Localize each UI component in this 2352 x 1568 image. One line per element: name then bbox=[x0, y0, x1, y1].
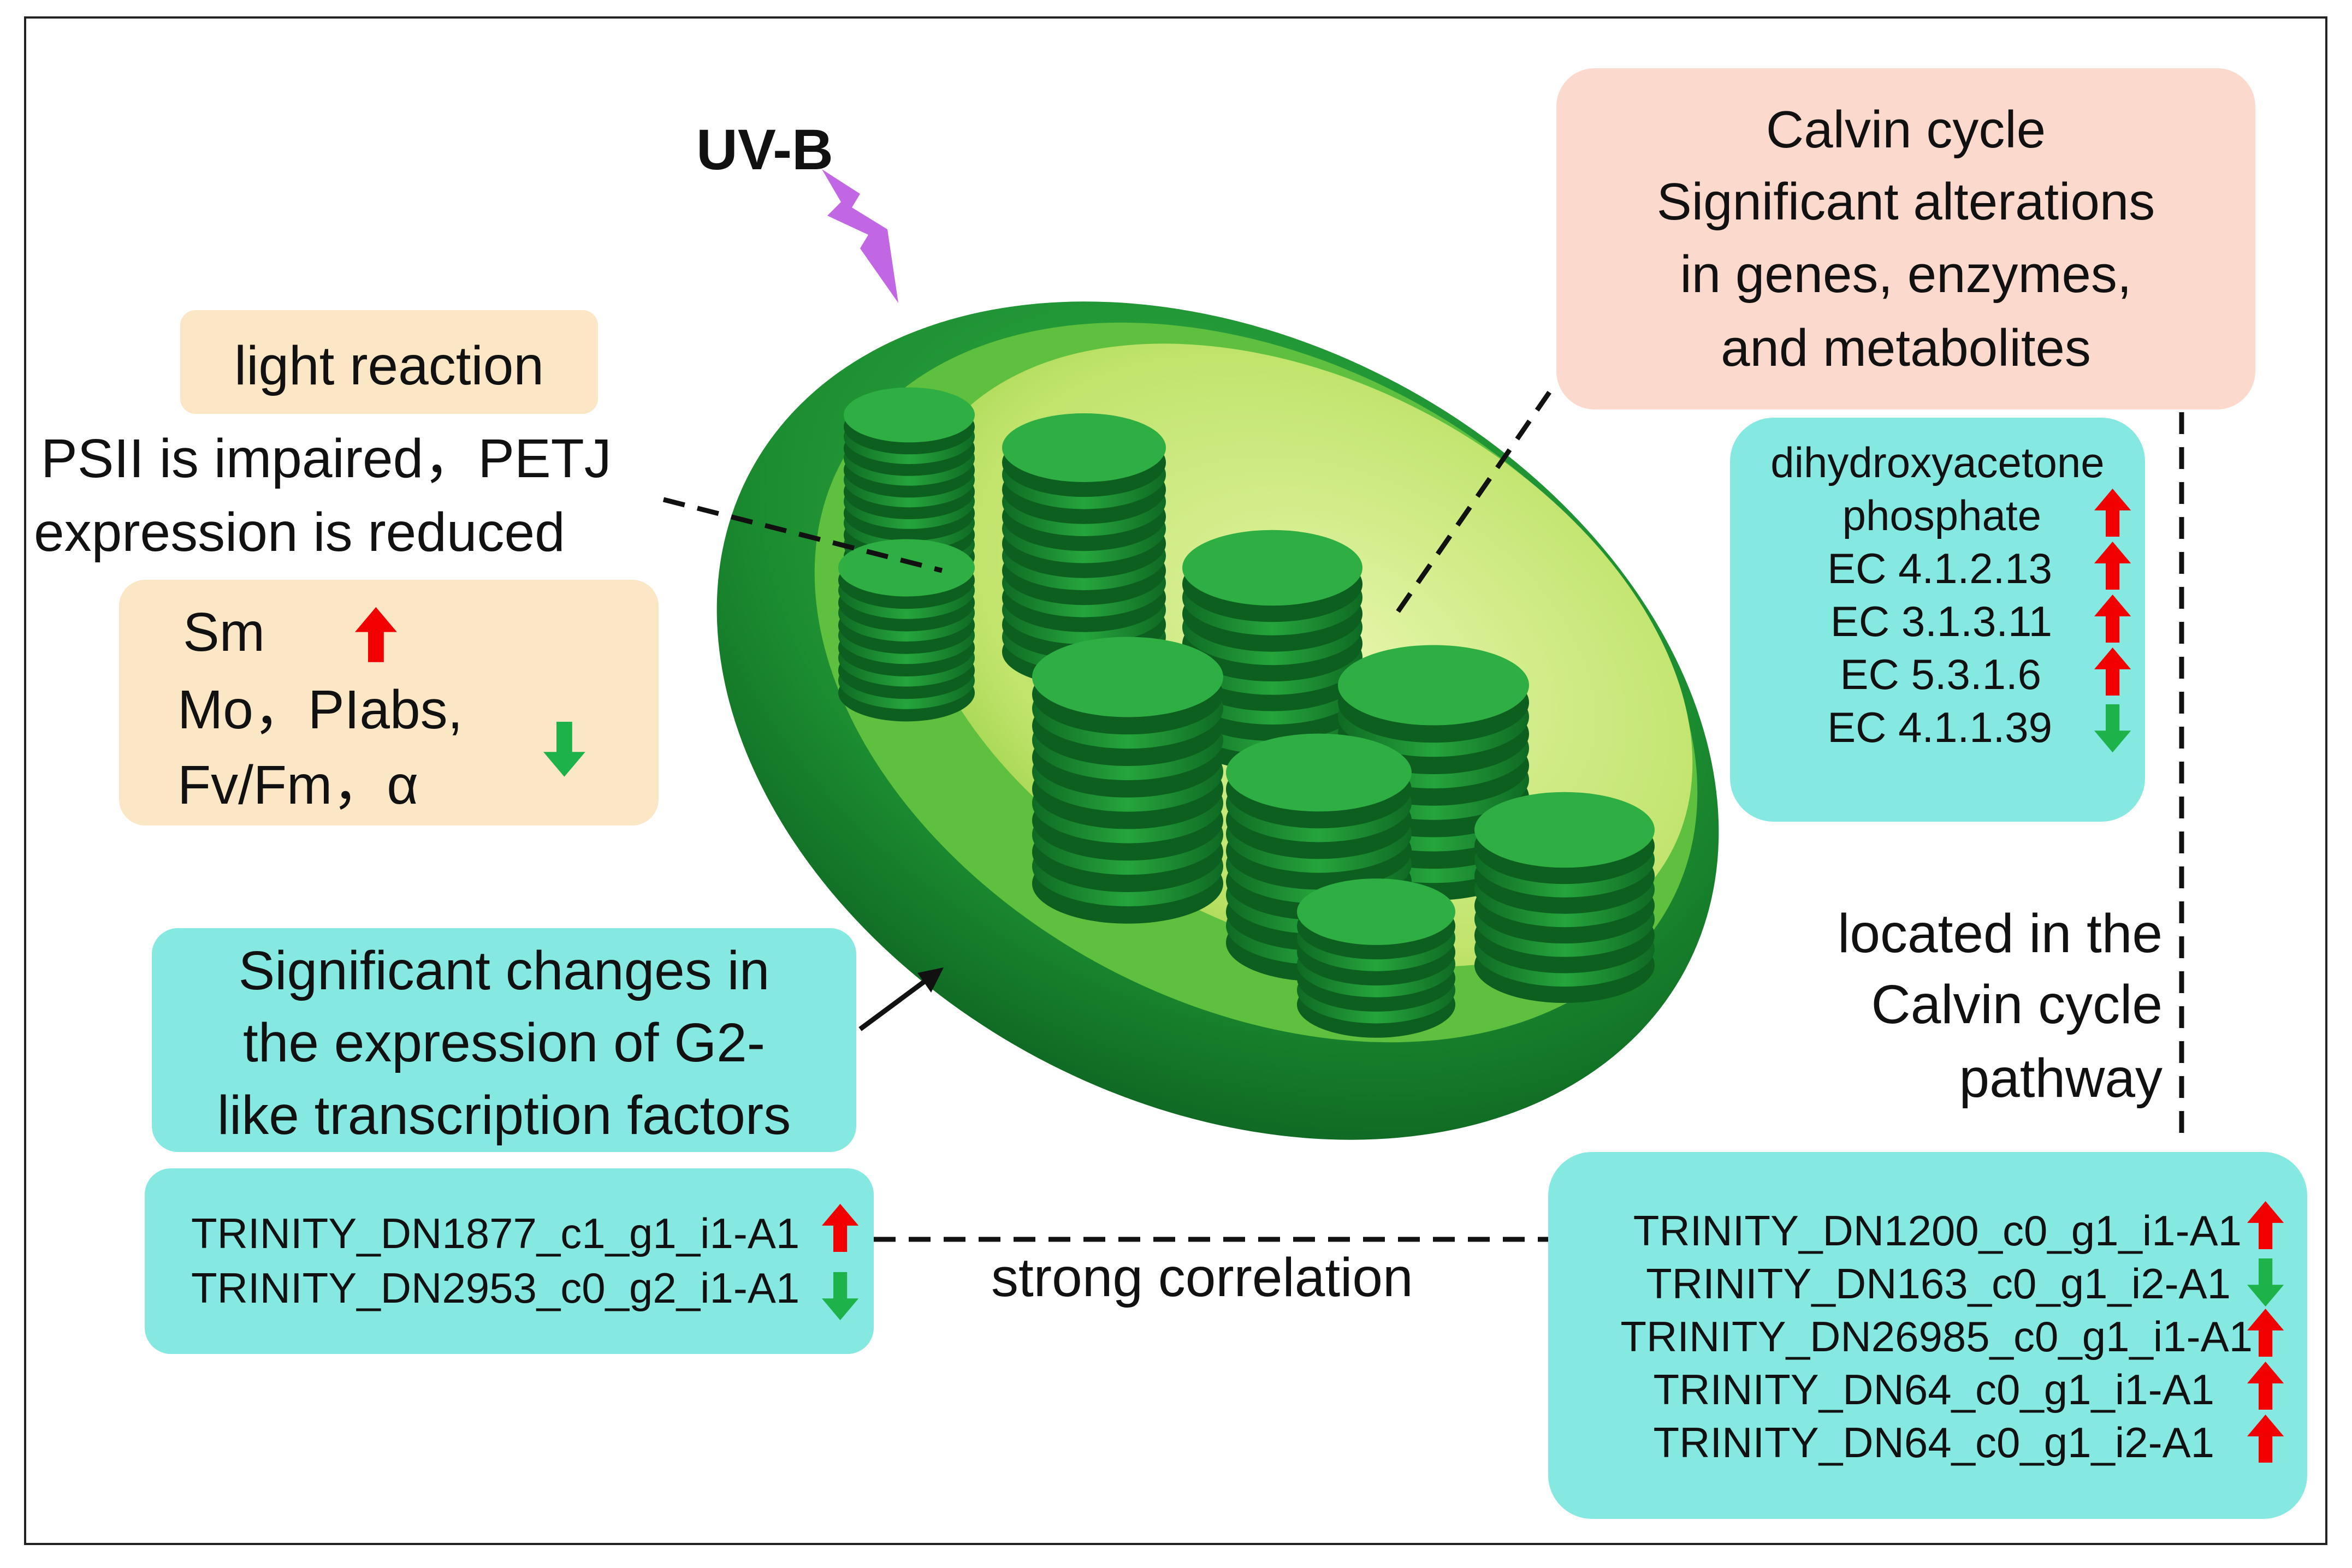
calvin-item-ec-4-1-2-13: EC 4.1.2.13 bbox=[1827, 544, 2052, 592]
calvin-gene-5: TRINITY_DN64_c0_g1_i2-A1 bbox=[1653, 1418, 2214, 1466]
g2-title-line-2: the expression of G2- bbox=[242, 1012, 766, 1073]
grana-stack bbox=[838, 539, 975, 722]
calvin-item-ec-5-3-1-6: EC 5.3.1.6 bbox=[1840, 650, 2041, 698]
grana-stack bbox=[1474, 792, 1655, 1003]
connector-g2-arrowhead bbox=[917, 967, 944, 993]
arrow-up-icon bbox=[2094, 595, 2131, 643]
calvin-cycle-title-box bbox=[1556, 68, 2255, 409]
arrow-up-icon bbox=[2094, 648, 2131, 696]
calvin-item-dhap-line-1: dihydroxyacetone bbox=[1770, 438, 2105, 486]
arrow-up-icon bbox=[822, 1204, 859, 1252]
calvin-item-ec-3-1-3-11: EC 3.1.3.11 bbox=[1830, 597, 2052, 645]
grana-stack bbox=[1032, 637, 1223, 924]
calvin-title-line-4: and metabolites bbox=[1721, 319, 2091, 377]
g2-genes-box bbox=[145, 1168, 874, 1354]
strong-correlation-label: strong correlation bbox=[991, 1247, 1413, 1308]
calvin-location-line-2: Calvin cycle bbox=[1871, 974, 2163, 1035]
arrow-up-icon bbox=[355, 607, 397, 662]
arrow-down-icon bbox=[822, 1272, 859, 1321]
calvin-location-line-1: located in the bbox=[1838, 903, 2163, 964]
param-fvfm-alpha: Fv/Fm，α bbox=[177, 755, 419, 816]
calvin-title-line-3: in genes, enzymes, bbox=[1680, 245, 2132, 304]
g2-title-line-3: like transcription factors bbox=[217, 1085, 791, 1146]
calvin-genes-box bbox=[1548, 1152, 2307, 1519]
grana-stack bbox=[1182, 530, 1362, 771]
light-reaction-description-line-1: PSII is impaired，PETJ bbox=[41, 428, 612, 489]
calvin-items-box bbox=[1730, 418, 2145, 822]
calvin-gene-1: TRINITY_DN1200_c0_g1_i1-A1 bbox=[1633, 1207, 2242, 1255]
grana-stack bbox=[1002, 413, 1166, 686]
calvin-title-line-2: Significant alterations bbox=[1656, 173, 2155, 231]
g2-title-box bbox=[152, 928, 856, 1152]
calvin-item-dhap-line-2: phosphate bbox=[1842, 491, 2041, 539]
param-sm: Sm bbox=[183, 602, 265, 663]
lightning-bolt-icon bbox=[822, 169, 898, 303]
connector-g2-arrow-line bbox=[858, 972, 935, 1031]
calvin-gene-4: TRINITY_DN64_c0_g1_i1-A1 bbox=[1653, 1365, 2214, 1413]
arrow-up-icon bbox=[2247, 1415, 2284, 1463]
arrow-down-icon bbox=[2247, 1258, 2284, 1307]
grana-stack bbox=[1297, 878, 1455, 1038]
calvin-gene-2: TRINITY_DN163_c0_g1_i2-A1 bbox=[1646, 1260, 2231, 1308]
arrow-down-icon bbox=[543, 722, 585, 777]
calvin-gene-3: TRINITY_DN26985_c0_g1_i1-A1 bbox=[1620, 1312, 2253, 1361]
figure-frame bbox=[24, 16, 2327, 1545]
arrow-up-icon bbox=[2094, 489, 2131, 537]
light-reaction-title-box bbox=[180, 310, 598, 414]
arrow-down-icon bbox=[2094, 704, 2131, 753]
arrow-up-icon bbox=[2247, 1201, 2284, 1250]
light-reaction-title: light reaction bbox=[234, 335, 544, 396]
arrow-up-icon bbox=[2094, 542, 2131, 590]
calvin-item-ec-4-1-1-39: EC 4.1.1.39 bbox=[1827, 703, 2052, 751]
g2-title-line-1: Significant changes in bbox=[238, 940, 770, 1001]
g2-gene-1: TRINITY_DN1877_c1_g1_i1-A1 bbox=[191, 1209, 800, 1257]
connector-lines bbox=[662, 381, 2184, 1242]
calvin-title-line-1: Calvin cycle bbox=[1766, 100, 2046, 159]
light-reaction-description-line-2: expression is reduced bbox=[34, 502, 565, 563]
connector-light-reaction bbox=[662, 497, 943, 573]
uv-b-label: UV-B bbox=[696, 118, 833, 182]
connector-calvin-box bbox=[1396, 381, 1559, 613]
light-reaction-params-box bbox=[119, 580, 659, 825]
calvin-location-line-3: pathway bbox=[1959, 1048, 2163, 1109]
arrow-up-icon bbox=[2247, 1362, 2284, 1410]
arrow-up-icon bbox=[2247, 1309, 2284, 1357]
param-mo-piabs: Mo，PIabs, bbox=[177, 679, 463, 740]
g2-gene-2: TRINITY_DN2953_c0_g2_i1-A1 bbox=[191, 1264, 800, 1312]
